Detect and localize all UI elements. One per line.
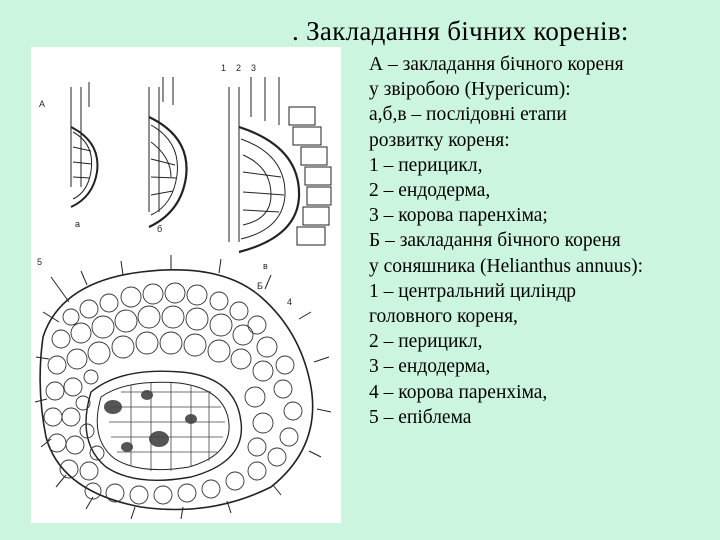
slide-title: . Закладання бічних коренів: — [292, 16, 629, 46]
parenchyma-cells — [43, 282, 303, 505]
central-cylinder-cells — [109, 383, 225, 471]
legend-line: 3 – корова паренхіма; — [369, 205, 548, 227]
root-drawing: А а б в Б 1 2 3 4 5 — [34, 63, 332, 520]
legend-line: Б – закладання бічного кореня — [369, 230, 621, 252]
root-primordia — [104, 390, 197, 452]
stage-a-label: а — [75, 219, 80, 229]
stage-c-label: в — [263, 261, 268, 271]
legend-line: 2 – ендодерма, — [369, 180, 491, 202]
label-1: 1 — [221, 63, 226, 73]
label-3: 3 — [251, 63, 256, 73]
label-2: 2 — [236, 63, 241, 73]
cross-section-drawing — [34, 255, 332, 520]
legend-line: у соняшника (Helianthus annuus): — [369, 255, 644, 277]
legend-line: 1 – перицикл, — [369, 154, 483, 176]
stage-a-drawing — [70, 82, 99, 208]
label-5: 5 — [37, 257, 42, 267]
legend-line: А – закладання бічного кореня — [369, 54, 624, 75]
legend-text: А – закладання бічного кореня у звіробою… — [369, 52, 643, 430]
panel-b-label: Б — [257, 281, 263, 291]
label-4: 4 — [287, 297, 292, 307]
legend-line: 3 – ендодерма, — [369, 356, 491, 378]
stage-b-drawing — [148, 77, 188, 228]
legend-line: 1 – центральний циліндр — [369, 280, 577, 302]
legend-line: 5 – епіблема — [369, 406, 472, 428]
stage-c-drawing — [228, 77, 332, 254]
legend-line: 4 – корова паренхіма, — [369, 381, 548, 403]
legend-line: розвитку кореня: — [369, 129, 510, 151]
legend-line: головного кореня, — [369, 306, 518, 328]
root-illustration: А а б в Б 1 2 3 4 5 — [31, 47, 341, 523]
legend-line: а,б,в – послідовні етапи — [369, 104, 567, 126]
legend-line: 2 – перицикл, — [369, 331, 483, 353]
legend-line: у звіробою (Hypericum): — [369, 79, 571, 101]
panel-a-label: А — [39, 99, 45, 109]
stage-b-label: б — [157, 224, 162, 234]
